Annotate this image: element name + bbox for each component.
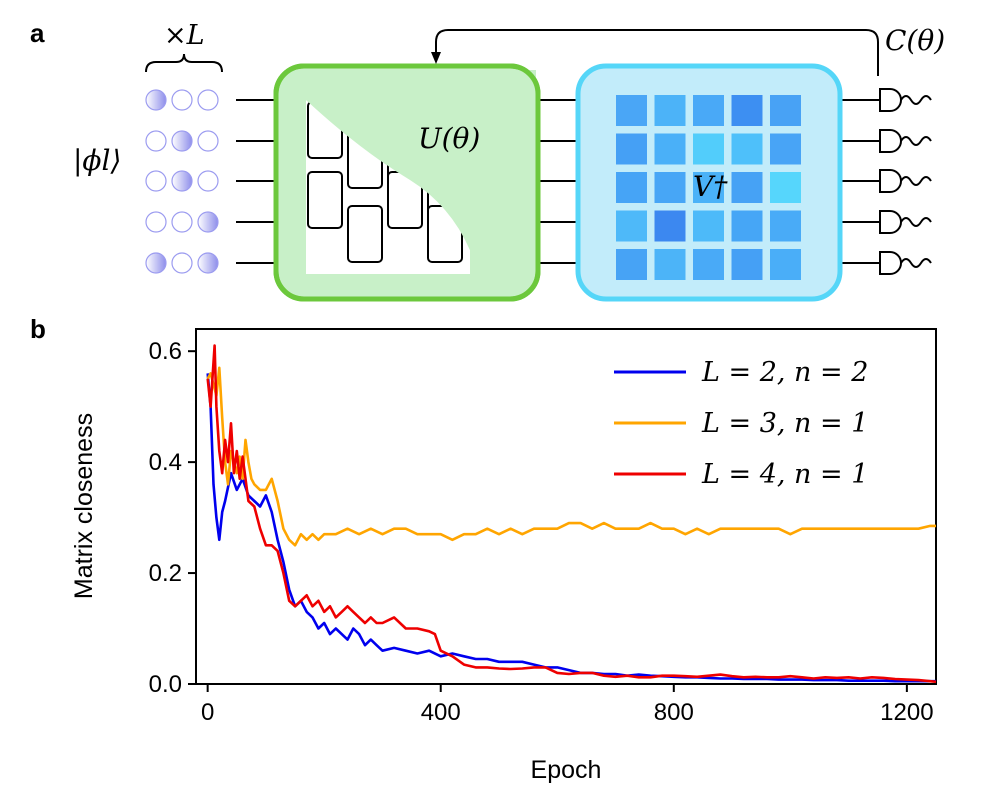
detector-signal — [900, 95, 932, 105]
feedback-arrow — [435, 29, 879, 76]
beam-splitter-block — [307, 171, 343, 229]
x-axis-title: Epoch — [531, 756, 602, 784]
legend-label: L = 3, n = 1 — [701, 408, 868, 439]
repeat-label: ×L — [164, 20, 205, 51]
detector-icon — [879, 129, 902, 153]
detector-icon — [879, 251, 902, 275]
legend: L = 2, n = 2 L = 3, n = 1 L = 4, n = 1 — [614, 357, 868, 490]
panel-b-label: b — [30, 314, 46, 344]
feedback-arrowhead — [431, 52, 441, 64]
y-axis-title: Matrix closeness — [70, 413, 98, 599]
y-tick-label: 0.0 — [149, 671, 182, 698]
input-dot — [171, 252, 193, 274]
y-tick-label: 0.2 — [149, 560, 182, 587]
matrix-cell — [616, 95, 647, 126]
input-dot — [197, 211, 219, 233]
matrix-cell — [770, 249, 801, 280]
input-dot — [145, 89, 167, 111]
input-dot — [145, 130, 167, 152]
target-matrix — [616, 95, 801, 280]
input-dot — [197, 252, 219, 274]
x-tick-label: 0 — [201, 699, 214, 726]
x-tick-label: 1200 — [880, 699, 933, 726]
x-tick-label: 800 — [654, 699, 694, 726]
input-state-label: |ϕl⟩ — [73, 144, 121, 177]
detector-signal — [900, 176, 932, 186]
detector-signal — [900, 136, 932, 146]
matrix-cell — [731, 133, 763, 165]
cost-label: C(θ) — [885, 24, 945, 57]
input-dot — [197, 89, 219, 111]
input-dot — [171, 170, 193, 192]
matrix-cell — [770, 172, 801, 203]
matrix-cell — [693, 95, 724, 126]
input-dot — [197, 130, 219, 152]
matrix-cell — [770, 210, 801, 242]
matrix-cell — [654, 172, 686, 203]
matrix-cell — [616, 210, 647, 242]
target-label: V† — [693, 170, 728, 203]
input-dot — [171, 211, 193, 233]
repeat-brace — [145, 53, 223, 73]
detectors — [879, 88, 932, 275]
x-tick-label: 400 — [421, 699, 461, 726]
mode-lines — [236, 99, 880, 264]
unitary-cover — [306, 70, 536, 250]
series-line-2 — [206, 366, 936, 547]
matrix-cell — [731, 172, 763, 203]
y-tick-label: 0.4 — [149, 449, 182, 476]
y-tick-label: 0.6 — [149, 338, 182, 365]
detector-icon — [879, 88, 902, 112]
matrix-cell — [693, 172, 724, 203]
detector-signal — [900, 258, 932, 268]
matrix-cell — [731, 95, 763, 126]
matrix-cell — [654, 95, 686, 126]
input-dot — [145, 252, 167, 274]
detector-signal — [900, 217, 932, 227]
matrix-cell — [654, 249, 686, 280]
matrix-cell — [693, 210, 724, 242]
detector-icon — [879, 169, 902, 193]
matrix-cell — [731, 210, 763, 242]
input-dot — [171, 130, 193, 152]
panel-a-label: a — [30, 18, 45, 48]
matrix-cell — [654, 133, 686, 165]
input-dots — [145, 89, 219, 274]
matrix-cell — [693, 133, 724, 165]
unitary-label: U(θ) — [418, 122, 480, 155]
matrix-cell — [616, 133, 647, 165]
chart: 0 400 800 1200 0.0 0.2 0.4 0.6 Epoch Matrix clo… — [70, 328, 937, 784]
legend-label: L = 4, n = 1 — [701, 459, 868, 490]
input-dot — [197, 170, 219, 192]
series-line-3 — [206, 344, 937, 684]
matrix-cell — [770, 95, 801, 126]
plot-frame — [195, 328, 937, 685]
matrix-cell — [770, 133, 801, 165]
matrix-cell — [616, 249, 647, 280]
matrix-cell — [731, 249, 763, 280]
detector-icon — [879, 210, 902, 234]
input-dot — [145, 211, 167, 233]
matrix-cell — [616, 172, 647, 203]
beam-splitter-block — [347, 205, 383, 263]
input-dot — [171, 89, 193, 111]
matrix-cell — [693, 249, 724, 280]
series-line-1 — [206, 373, 936, 683]
input-dot — [145, 170, 167, 192]
matrix-cell — [654, 210, 686, 242]
legend-label: L = 2, n = 2 — [701, 357, 868, 388]
unitary-border — [273, 63, 541, 302]
